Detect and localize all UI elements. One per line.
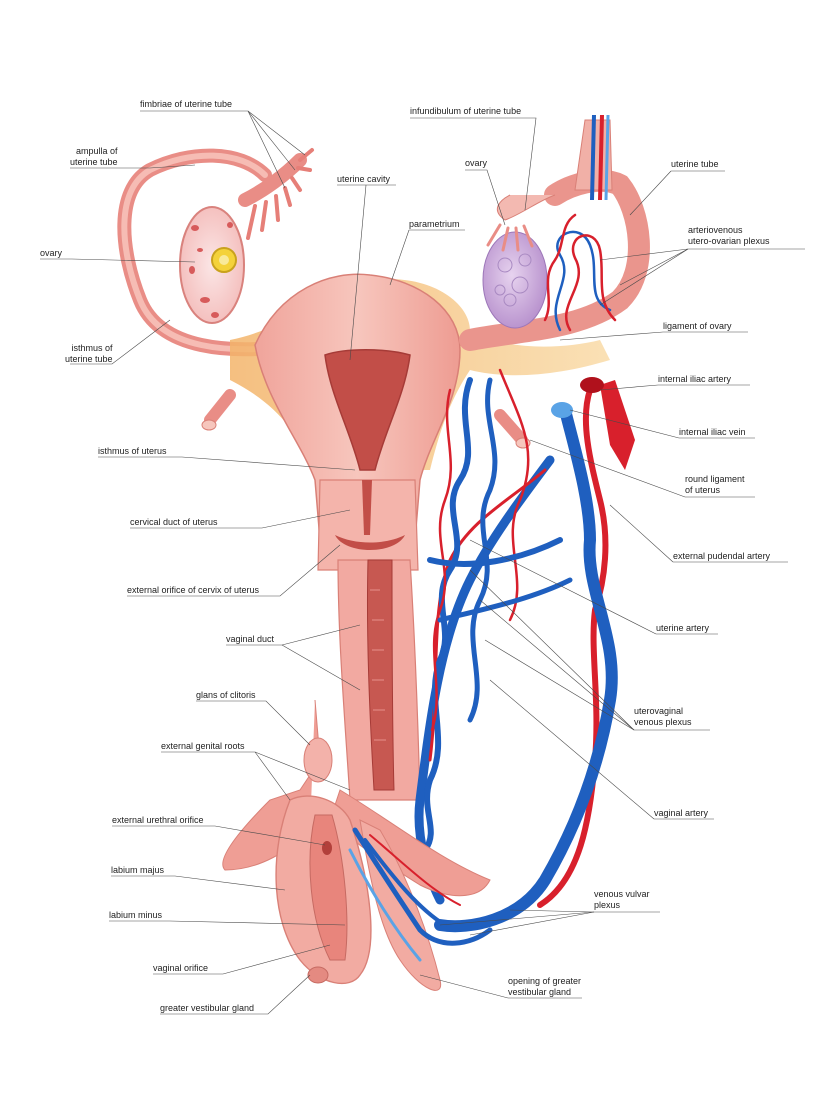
label-parametrium: parametrium: [409, 219, 460, 229]
venous-vulvar-plexus: [348, 827, 493, 962]
label-venous-vulvar: venous vulvar plexus: [594, 889, 650, 910]
label-ovary-right: ovary: [465, 158, 488, 168]
label-external-urethral: external urethral orifice: [112, 815, 204, 825]
right-adnexa: [459, 114, 650, 351]
uterovaginal-plexus: [422, 368, 573, 853]
label-labium-minus: labium minus: [109, 910, 163, 920]
label-arteriovenous: arteriovenous utero-ovarian plexus: [688, 225, 770, 246]
label-labium-majus: labium majus: [111, 865, 165, 875]
left-uterine-tube: [117, 148, 314, 357]
label-isthmus-tube: isthmus of uterine tube: [65, 343, 113, 364]
label-internal-iliac-vein: internal iliac vein: [679, 427, 746, 437]
left-ovary: [179, 206, 245, 324]
label-fimbriae: fimbriae of uterine tube: [140, 99, 233, 109]
label-ligament-ovary: ligament of ovary: [663, 321, 732, 331]
label-uterine-tube: uterine tube: [671, 159, 719, 169]
label-ampulla: ampulla of uterine tube: [70, 146, 118, 167]
label-opening-greater: opening of greater vestibular gland: [508, 976, 582, 997]
label-external-orifice: external orifice of cervix of uterus: [127, 585, 260, 595]
label-isthmus-uterus: isthmus of uterus: [98, 446, 167, 456]
label-ovary-left: ovary: [40, 248, 63, 258]
label-vaginal-orifice: vaginal orifice: [153, 963, 209, 973]
label-infundibulum: infundibulum of uterine tube: [410, 106, 522, 116]
uterus: [201, 273, 531, 801]
label-cervical-duct: cervical duct of uterus: [130, 517, 218, 527]
label-uterine-artery: uterine artery: [656, 623, 710, 633]
label-internal-iliac-artery: internal iliac artery: [658, 374, 732, 384]
label-vaginal-artery: vaginal artery: [654, 808, 709, 818]
label-uterine-cavity: uterine cavity: [337, 174, 391, 184]
label-uterovaginal: uterovaginal venous plexus: [634, 706, 692, 727]
label-greater-vestibular: greater vestibular gland: [160, 1003, 255, 1013]
label-vaginal-duct: vaginal duct: [226, 634, 275, 644]
label-round-ligament: round ligament of uterus: [685, 474, 745, 495]
label-external-genital-roots: external genital roots: [161, 741, 245, 751]
label-glans-clitoris: glans of clitoris: [196, 690, 256, 700]
label-external-pudendal: external pudendal artery: [673, 551, 771, 561]
